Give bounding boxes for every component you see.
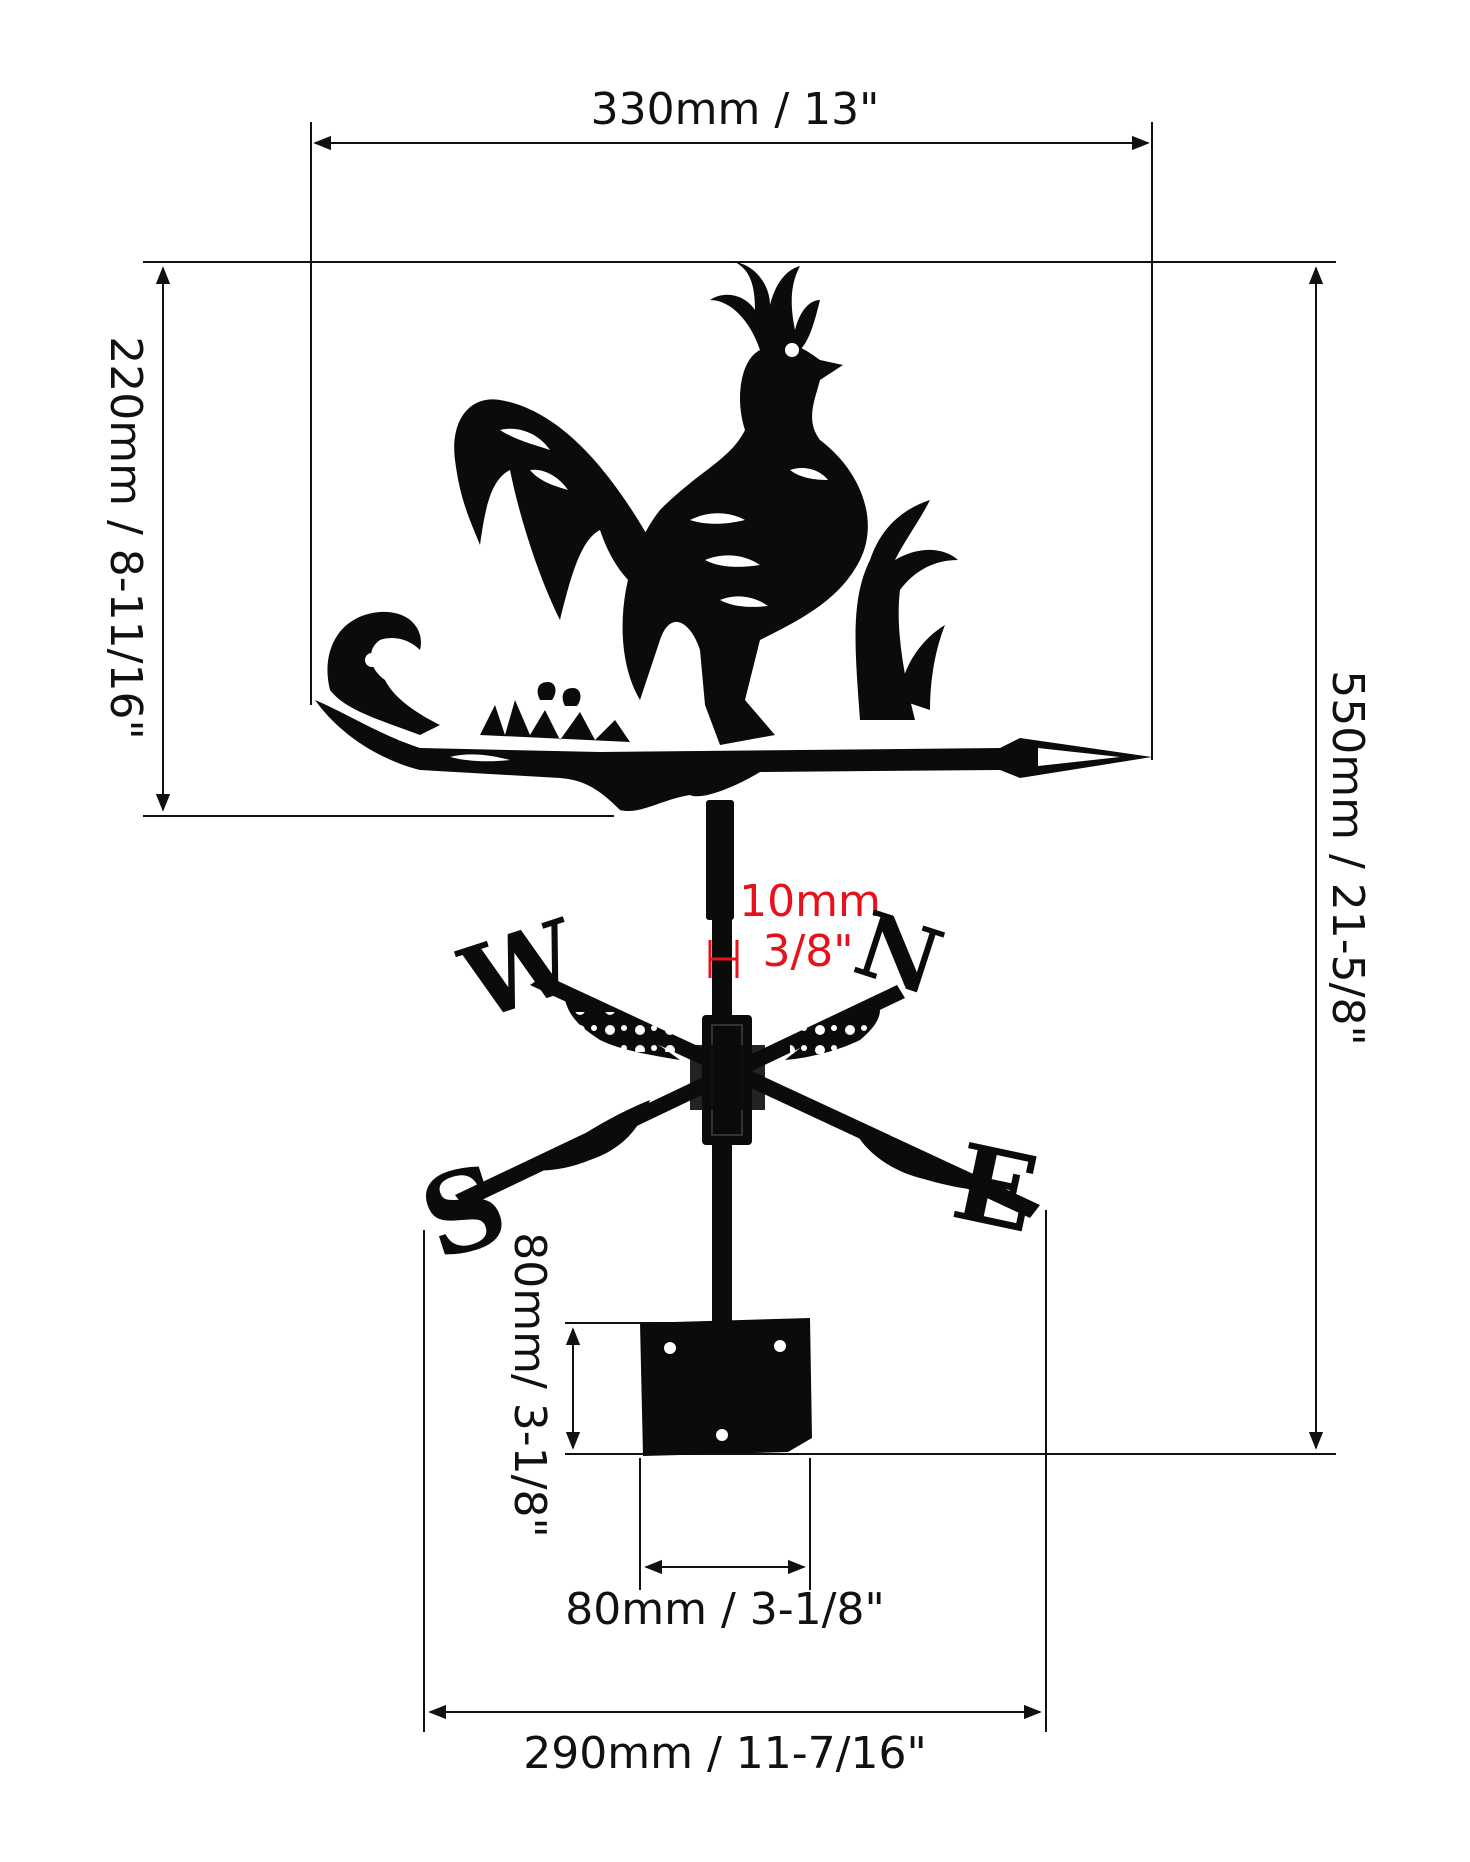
- base-height-label: 80mm/ 3-1/8": [504, 1232, 555, 1537]
- directionals-width-label: 290mm / 11-7/16": [523, 1728, 926, 1779]
- rooster-silhouette-icon: [327, 262, 958, 745]
- total-height-label: 550mm / 21-5/8": [1322, 670, 1373, 1045]
- mounting-bracket-icon: [640, 1318, 812, 1456]
- base-width-label: 80mm / 3-1/8": [565, 1584, 884, 1635]
- rod-diameter-label-in: 3/8": [762, 926, 853, 977]
- arrow-pointer: [315, 700, 1152, 812]
- compass-letter-east: E: [943, 1119, 1047, 1257]
- directional-arms: [455, 975, 1040, 1218]
- rod-diameter-label-mm: 10mm: [739, 876, 881, 927]
- dimension-lines: [143, 122, 1336, 1732]
- rod-diameter-marker: [708, 940, 739, 978]
- arrow-width-label: 330mm / 13": [591, 84, 880, 135]
- figure-height-label: 220mm / 8-11/16": [100, 336, 151, 739]
